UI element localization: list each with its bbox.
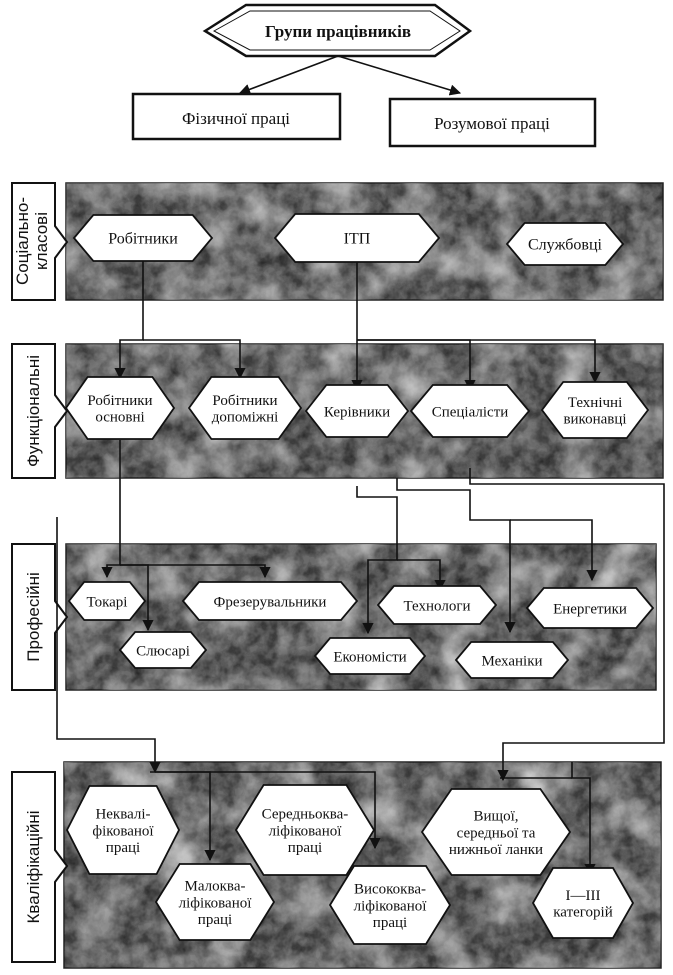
node-label: Робітники bbox=[108, 231, 178, 248]
node-shape bbox=[304, 384, 410, 438]
node-shape bbox=[454, 641, 570, 679]
node-label: основні bbox=[95, 410, 144, 426]
node-functional-2: Керівники bbox=[304, 384, 410, 438]
node-professional-0: Токарі bbox=[67, 581, 147, 621]
node-social-class-0: Робітники bbox=[72, 214, 214, 262]
node-professional-4: Слюсарі bbox=[118, 631, 208, 669]
node-shape bbox=[328, 865, 452, 945]
node-shape bbox=[505, 222, 625, 266]
node-label: Слюсарі bbox=[136, 643, 190, 659]
side-label-line1: Соціально- bbox=[13, 197, 32, 285]
node-label: Робітники bbox=[212, 393, 277, 409]
node-label: праці bbox=[106, 840, 140, 856]
node-functional-3: Спеціалісти bbox=[409, 384, 531, 438]
top-connectors bbox=[238, 55, 462, 96]
mental-labour-text: Розумової праці bbox=[434, 114, 550, 133]
side-label-functional: Функціональні bbox=[11, 343, 69, 479]
node-label: ліфікованої bbox=[354, 898, 428, 914]
node-professional-1: Фрезерувальники bbox=[181, 581, 359, 621]
node-shape bbox=[181, 581, 359, 621]
node-label: допоміжні bbox=[212, 410, 279, 426]
node-label: праці bbox=[198, 912, 232, 928]
node-label: Механіки bbox=[481, 653, 542, 669]
node-label: Службовці bbox=[528, 237, 603, 254]
physical-labour-text: Фізичної праці bbox=[182, 109, 290, 128]
node-label: праці bbox=[288, 840, 322, 856]
node-label: Технічні bbox=[568, 395, 623, 411]
node-label: ліфікованої bbox=[179, 895, 253, 911]
node-label: Малоква- bbox=[185, 878, 246, 894]
node-label: Токарі bbox=[87, 594, 128, 610]
node-shape bbox=[313, 637, 427, 675]
node-shape bbox=[154, 863, 276, 941]
mental-labour-box: Розумової праці bbox=[388, 97, 597, 148]
node-label: I—III bbox=[566, 888, 601, 904]
node-label: категорій bbox=[553, 905, 613, 921]
node-label: Фрезерувальники bbox=[214, 594, 327, 610]
node-shape bbox=[273, 213, 441, 263]
node-shape bbox=[118, 631, 208, 669]
node-shape bbox=[525, 587, 655, 629]
node-shape bbox=[67, 581, 147, 621]
node-label: Середньоква- bbox=[262, 806, 349, 822]
node-professional-6: Механіки bbox=[454, 641, 570, 679]
node-shape bbox=[65, 785, 181, 875]
node-label: ІТП bbox=[344, 231, 371, 248]
node-label: Економісти bbox=[333, 649, 406, 665]
node-shape bbox=[234, 784, 376, 876]
side-label-qualification: Кваліфікаційні bbox=[11, 771, 69, 963]
node-label: Керівники bbox=[324, 404, 390, 420]
node-label: праці bbox=[373, 915, 407, 931]
node-label: Технологи bbox=[403, 598, 470, 614]
node-professional-2: Технологи bbox=[376, 585, 498, 625]
node-shape bbox=[64, 376, 176, 440]
node-social-class-1: ІТП bbox=[273, 213, 441, 263]
node-label: ліфікованої bbox=[269, 823, 343, 839]
side-label-text: Функціональні bbox=[24, 355, 43, 467]
node-label: фікованої bbox=[92, 823, 154, 839]
node-shape bbox=[420, 788, 572, 876]
node-label: Робітники bbox=[87, 393, 152, 409]
physical-labour-box: Фізичної праці bbox=[131, 92, 342, 141]
node-label: виконавці bbox=[563, 412, 626, 428]
node-shape bbox=[540, 381, 650, 439]
side-label-professional: Професійні bbox=[11, 543, 69, 691]
title-node: Групи працівників bbox=[202, 3, 473, 58]
node-label: Спеціалісти bbox=[432, 404, 509, 420]
node-label: Вищої, bbox=[474, 808, 519, 824]
node-social-class-2: Службовці bbox=[505, 222, 625, 266]
side-labels: Соціально- класові Функціональні Професі… bbox=[11, 182, 69, 963]
level-connectors bbox=[56, 261, 665, 876]
node-shape bbox=[409, 384, 531, 438]
side-label-line2: класові bbox=[32, 212, 51, 270]
title-text: Групи працівників bbox=[265, 22, 411, 41]
node-professional-3: Енергетики bbox=[525, 587, 655, 629]
node-shape bbox=[187, 376, 303, 440]
side-label-text: Професійні bbox=[24, 572, 43, 662]
node-shape bbox=[72, 214, 214, 262]
node-shape bbox=[376, 585, 498, 625]
node-professional-5: Економісти bbox=[313, 637, 427, 675]
side-label-social-class: Соціально- класові bbox=[11, 182, 69, 301]
side-label-text: Кваліфікаційні bbox=[24, 810, 43, 923]
node-label: середньої та bbox=[457, 825, 536, 841]
node-shape bbox=[531, 867, 635, 939]
node-label: Неквалі- bbox=[95, 806, 150, 822]
node-label: Енергетики bbox=[553, 601, 627, 617]
node-label: Висококва- bbox=[354, 881, 426, 897]
node-label: нижньої ланки bbox=[449, 842, 543, 858]
